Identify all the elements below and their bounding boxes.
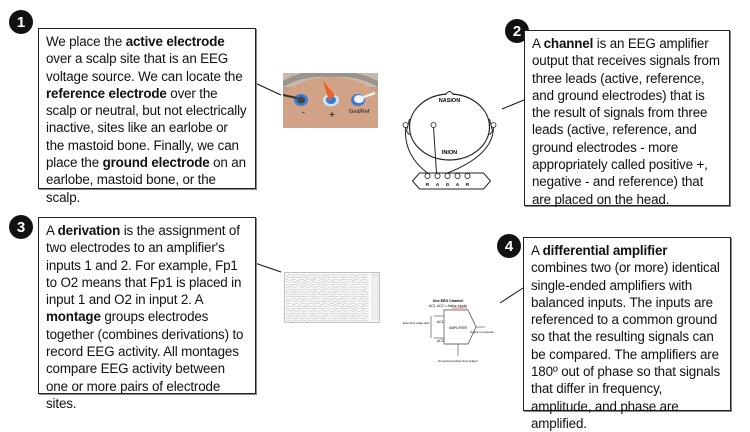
step-2-text-box: A channel is an EEG amplifier output tha… (524, 30, 730, 206)
ac1-label: AC1 (437, 320, 444, 324)
step-3-text: A derivation is the assignment of two el… (46, 223, 243, 411)
key-term: ground electrode (103, 155, 210, 170)
key-term: differential amplifier (543, 243, 668, 258)
key-term: montage (46, 309, 101, 324)
amplifier-diagram: One EEG Channel AC1, AC2 = Active Inputs… (400, 296, 495, 376)
ac2-label: AC2 (437, 339, 444, 343)
amp-title: One EEG Channel (433, 299, 464, 303)
text-segment: combines two (or more) identical single-… (531, 260, 720, 431)
step-1-text: We place the active electrode over a sca… (46, 34, 246, 205)
text-segment: We place the (46, 34, 126, 49)
nasion-label: NASION (439, 98, 460, 104)
key-term: derivation (58, 223, 121, 238)
key-term: reference electrode (46, 86, 167, 101)
key-term: active electrode (126, 34, 225, 49)
step-badge-3: 3 (9, 215, 33, 239)
ground-label: Ground connection from subject (438, 359, 478, 363)
output-label: Output to computer (470, 330, 494, 334)
connector-3 (255, 263, 281, 272)
positive-label: + (329, 110, 335, 121)
key-term: channel (544, 36, 594, 51)
step-badge-4: 4 (497, 234, 521, 258)
inion-label: INION (442, 150, 457, 156)
step-4-text-box: A differential amplifier combines two (o… (523, 237, 731, 411)
text-segment: A (532, 36, 544, 51)
eeg-channel-labels (372, 274, 378, 320)
eeg-recording (284, 272, 380, 325)
step-number: 2 (513, 23, 521, 40)
text-segment: A (46, 223, 58, 238)
ground-label: Gnd/Ref (349, 109, 370, 115)
step-1-text-box: We place the active electrode over a sca… (38, 28, 256, 189)
step-4-text: A differential amplifier combines two (o… (531, 243, 720, 431)
connector-1 (255, 83, 281, 95)
text-segment: is an EEG amplifier output that receives… (532, 36, 720, 207)
step-number: 4 (505, 238, 513, 255)
input-label: Input from scalp sites (403, 321, 430, 325)
step-number: 1 (17, 14, 25, 31)
amp-subtitle: AC1, AC2 = Active Inputs (429, 304, 467, 308)
step-2-text: A channel is an EEG amplifier output tha… (532, 36, 720, 207)
step-3-text-box: A derivation is the assignment of two el… (38, 217, 256, 394)
step-number: 3 (17, 219, 25, 236)
connector-label: G (446, 182, 450, 187)
connector-2 (502, 100, 524, 109)
head-diagram: NASION INION R A G A R (395, 85, 500, 195)
step-badge-1: 1 (9, 10, 33, 34)
text-segment: A (531, 243, 543, 258)
electrode-photo: - + Gnd/Ref (283, 73, 378, 128)
amp-label: AMPLIFIER (449, 326, 467, 330)
negative-label: - (302, 107, 305, 117)
text-segment: over a scalp site that is an EEG voltage… (46, 51, 243, 83)
connector-4 (500, 288, 523, 303)
